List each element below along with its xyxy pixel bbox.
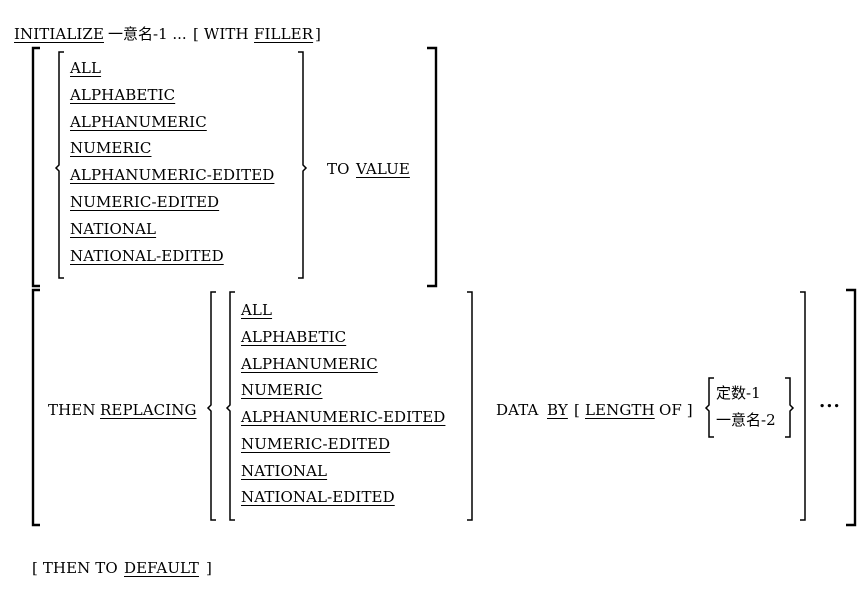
- brace-right-sources: [785, 377, 795, 438]
- keyword-length: LENGTH: [585, 401, 655, 419]
- category-bottom-4: NUMERIC: [241, 381, 323, 399]
- category-top-5: ALPHANUMERIC-EDITED: [70, 166, 275, 184]
- brace-left-replacing-outer: [206, 291, 216, 521]
- source-literal-1: 定数-1: [716, 384, 761, 402]
- brace-right-repeat: [800, 291, 806, 521]
- category-top-2: ALPHABETIC: [70, 86, 176, 104]
- keyword-value: VALUE: [356, 160, 410, 178]
- source-identifier-2: 一意名-2: [716, 411, 776, 429]
- outer-bracket-right-bottom: [846, 288, 857, 527]
- keyword-to: TO: [327, 160, 350, 178]
- default-close: ]: [206, 559, 212, 577]
- category-bottom-5: ALPHANUMERIC-EDITED: [241, 408, 446, 426]
- with-close: ]: [315, 25, 321, 43]
- brace-right-top: [298, 51, 308, 279]
- outer-bracket-left-bottom: [31, 288, 40, 527]
- brace-left-top: [54, 51, 64, 279]
- keyword-by: BY: [547, 401, 568, 419]
- keyword-then: THEN: [48, 401, 96, 419]
- category-top-4: NUMERIC: [70, 139, 152, 157]
- category-bottom-6: NUMERIC-EDITED: [241, 435, 391, 453]
- outer-bracket-right-top: [427, 46, 438, 288]
- keyword-data: DATA: [496, 401, 539, 419]
- category-top-6: NUMERIC-EDITED: [70, 193, 220, 211]
- with-open: [ WITH: [193, 25, 249, 43]
- operand-identifier-1: 一意名-1 ...: [108, 25, 187, 43]
- category-top-8: NATIONAL-EDITED: [70, 247, 224, 265]
- keyword-default: DEFAULT: [124, 559, 199, 577]
- brace-left-replacing-inner: [225, 291, 235, 521]
- keyword-initialize: INITIALIZE: [14, 25, 104, 43]
- category-bottom-3: ALPHANUMERIC: [241, 355, 378, 373]
- brace-left-sources: [704, 377, 714, 438]
- category-top-7: NATIONAL: [70, 220, 157, 238]
- category-bottom-7: NATIONAL: [241, 462, 328, 480]
- length-open: [: [574, 401, 580, 419]
- category-bottom-1: ALL: [241, 301, 273, 319]
- category-top-1: ALL: [70, 59, 102, 77]
- of-close: OF ]: [659, 401, 693, 419]
- outer-bracket-left-top: [31, 46, 40, 288]
- keyword-filler: FILLER: [254, 25, 314, 43]
- default-open: [ THEN TO: [32, 559, 118, 577]
- keyword-replacing: REPLACING: [100, 401, 197, 419]
- repeat-ellipsis: ...: [819, 391, 841, 412]
- brace-right-replacing-inner: [467, 291, 473, 521]
- category-top-3: ALPHANUMERIC: [70, 113, 207, 131]
- category-bottom-2: ALPHABETIC: [241, 328, 347, 346]
- category-bottom-8: NATIONAL-EDITED: [241, 488, 395, 506]
